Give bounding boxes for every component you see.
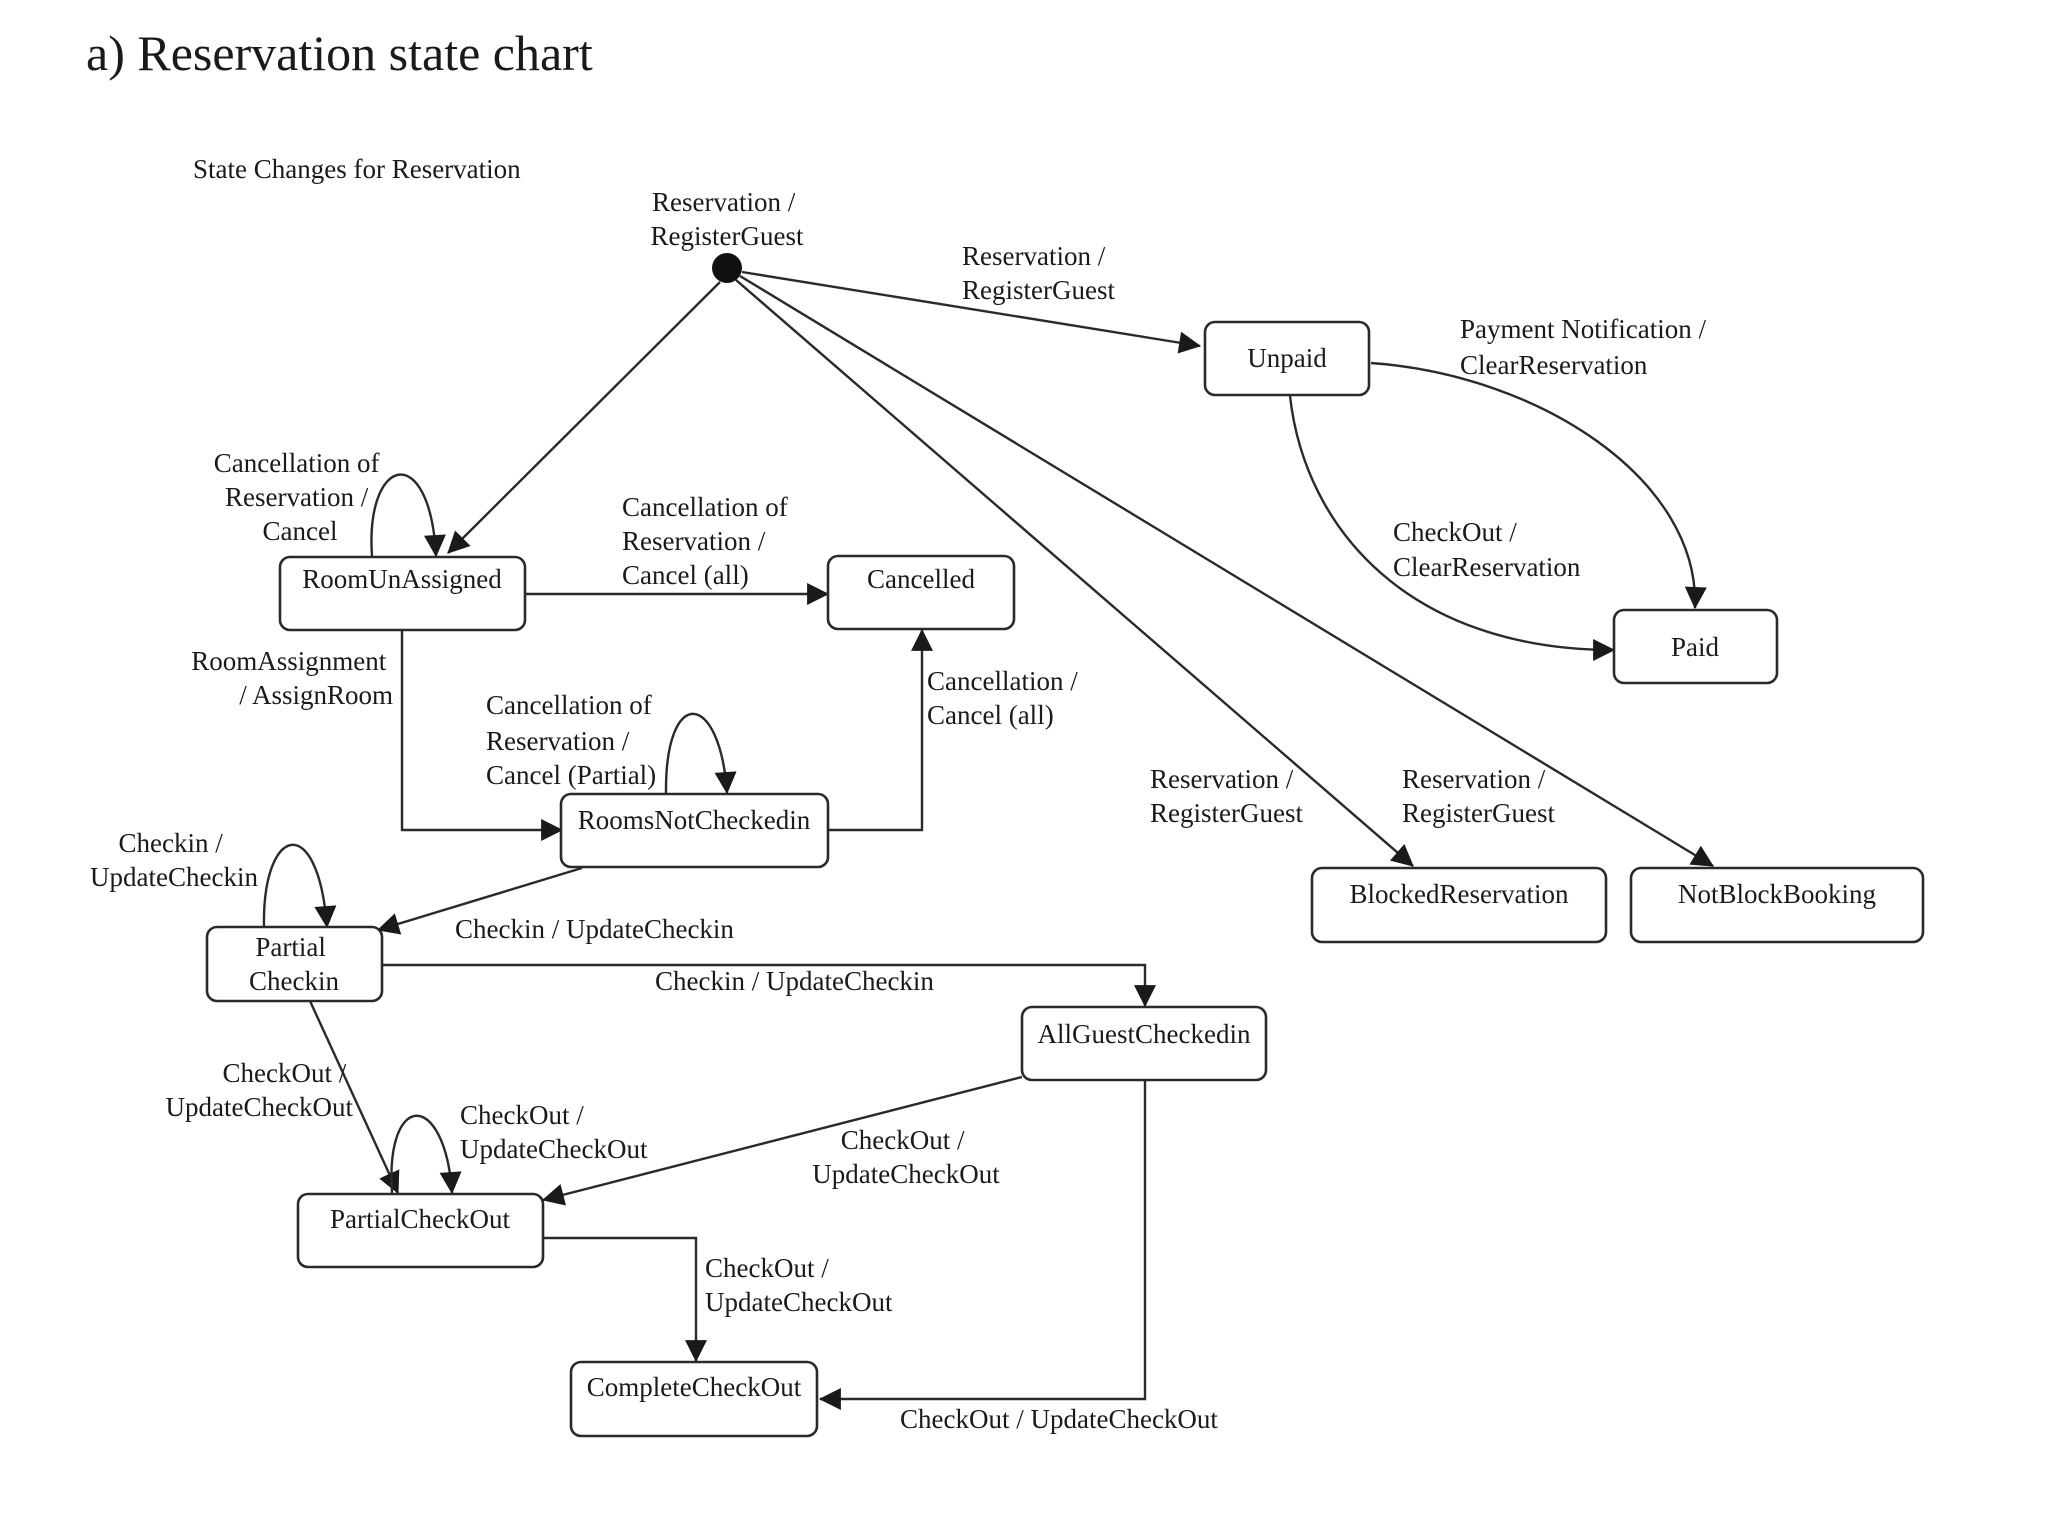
state-label-unpaid: Unpaid [1247, 343, 1327, 373]
edge-partial-to-complete-checkout [544, 1236, 707, 1363]
edge-all-to-complete-checkout [818, 1079, 1147, 1410]
state-label-complete-checkout: CompleteCheckOut [587, 1372, 802, 1402]
edge-roomsnotcheckedin-self [664, 712, 737, 795]
edge-partialcheckin-to-partialcheckout [308, 1000, 400, 1194]
state-room-unassigned: RoomUnAssigned [278, 555, 527, 632]
edge-unpaid-to-paid-checkout [1288, 395, 1616, 661]
state-label-cancelled: Cancelled [867, 564, 975, 594]
state-rooms-not-checkedin: RoomsNotCheckedin [559, 792, 830, 869]
state-complete-checkout: CompleteCheckOut [569, 1360, 819, 1438]
label-roomsnotcheckedin-to-cancelled: Cancellation / Cancel (all) [927, 666, 1084, 730]
state-label-rooms-not-checkedin: RoomsNotCheckedin [578, 805, 811, 835]
label-roomsnotcheckedin-self: Cancellation of Reservation / Cancel (Pa… [486, 690, 658, 790]
edge-partialcheckin-self [262, 843, 337, 929]
state-unpaid: Unpaid [1203, 320, 1371, 397]
label-partial-to-complete-checkout: CheckOut / UpdateCheckOut [705, 1253, 893, 1317]
state-label-room-unassigned: RoomUnAssigned [302, 564, 502, 594]
edge-roomsnotcheckedin-to-cancelled [828, 628, 933, 832]
page-title: a) Reservation state chart [86, 25, 593, 81]
label-roomunassigned-self: Cancellation of Reservation / Cancel [214, 448, 386, 546]
state-partial-checkin: Partial Checkin [205, 925, 384, 1003]
label-unpaid-to-paid-payment: Payment Notification / ClearReservation [1460, 314, 1713, 380]
edge-init-to-roomunassigned [447, 281, 721, 554]
initial-state-dot [712, 253, 742, 283]
state-label-partial-checkout: PartialCheckOut [330, 1204, 510, 1234]
state-box [826, 554, 1016, 631]
label-to-partial-checkin: Checkin / UpdateCheckin [455, 914, 734, 944]
state-box [1612, 608, 1779, 685]
state-box [569, 1360, 819, 1438]
label-all-to-complete-checkout: CheckOut / UpdateCheckOut [900, 1404, 1218, 1434]
edge-init-to-blocked [735, 279, 1414, 867]
label-partialcheckin-self: Checkin / UpdateCheckin [90, 828, 258, 892]
state-label-all-guest-checkedin: AllGuestCheckedin [1038, 1019, 1251, 1049]
state-label-paid: Paid [1671, 632, 1720, 662]
state-all-guest-checkedin: AllGuestCheckedin [1020, 1005, 1268, 1082]
label-roomunassigned-to-cancelled: Cancellation of Reservation / Cancel (al… [622, 492, 794, 590]
label-room-assignment: RoomAssignment / AssignRoom [191, 646, 393, 710]
label-all-to-partial-checkout: CheckOut / UpdateCheckOut [812, 1125, 1000, 1189]
state-box [296, 1192, 545, 1269]
state-label-partial-checkin: Partial Checkin [249, 932, 339, 996]
label-unpaid-to-paid-checkout: CheckOut / ClearReservation [1393, 517, 1581, 582]
label-partial-to-all-checkin: Checkin / UpdateCheckin [655, 966, 934, 996]
label-to-blocked: Reservation / RegisterGuest [1150, 764, 1303, 828]
state-box [1020, 1005, 1268, 1082]
label-to-not-block: Reservation / RegisterGuest [1402, 764, 1555, 828]
state-partial-checkout: PartialCheckOut [296, 1192, 545, 1269]
transition-edges [262, 270, 1714, 1410]
state-not-block-booking: NotBlockBooking [1629, 866, 1925, 944]
state-label-not-block-booking: NotBlockBooking [1678, 879, 1876, 909]
label-to-unpaid: Reservation / RegisterGuest [962, 241, 1115, 305]
edge-init-to-notblock [739, 274, 1714, 868]
state-box [1310, 866, 1608, 944]
state-box [205, 925, 384, 1003]
state-cancelled: Cancelled [826, 554, 1016, 631]
edge-partial-to-all-checkin [382, 963, 1156, 1008]
state-box [559, 792, 830, 869]
edge-unpaid-to-paid-payment [1370, 361, 1707, 610]
edge-room-assignment [400, 630, 564, 841]
edge-init-to-unpaid [741, 270, 1202, 354]
edge-roomunassigned-self [370, 473, 446, 558]
diagram-subtitle: State Changes for Reservation [193, 154, 521, 184]
edge-partialcheckout-self [390, 1114, 462, 1195]
state-box [1629, 866, 1925, 944]
label-partialcheckout-self: CheckOut / UpdateCheckOut [460, 1100, 648, 1164]
state-box [1203, 320, 1371, 397]
edge-to-partial-checkin [376, 866, 583, 935]
label-partialcheckin-to-partialcheckout: CheckOut / UpdateCheckOut [166, 1058, 354, 1122]
edge-all-to-partial-checkout [541, 1075, 1023, 1206]
state-paid: Paid [1612, 608, 1779, 685]
state-box [278, 555, 527, 632]
state-blocked-reservation: BlockedReservation [1310, 866, 1608, 944]
state-label-blocked-reservation: BlockedReservation [1350, 879, 1569, 909]
label-init: Reservation / RegisterGuest [651, 187, 804, 251]
